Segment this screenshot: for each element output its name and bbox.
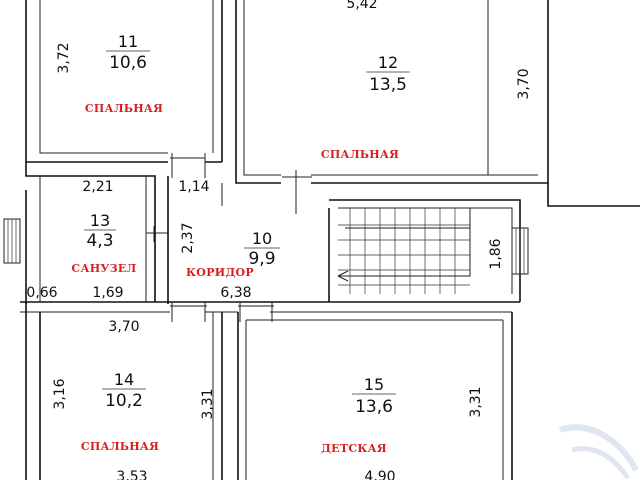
dim-186: 1,86 [488, 238, 504, 269]
room-12-number: 12 [378, 53, 398, 72]
room-15-label: 15 13,6 ДЕТСКАЯ [321, 375, 396, 455]
walls [20, 0, 640, 480]
room-12-area: 13,5 [369, 75, 407, 95]
watermark-mark [559, 424, 639, 480]
door-15 [238, 302, 274, 322]
room-13-number: 13 [90, 211, 110, 230]
room-15-type: ДЕТСКАЯ [321, 442, 387, 455]
room-13-type: САНУЗЕЛ [71, 262, 136, 275]
room-13-walls [25, 162, 156, 302]
room-10-number: 10 [252, 229, 272, 248]
door-13 [146, 226, 168, 242]
room-10-area: 9,9 [248, 249, 275, 269]
room-15-number: 15 [364, 375, 384, 394]
room-13-area: 4,3 [86, 231, 113, 251]
dim-331-right: 3,31 [468, 386, 484, 417]
room-11-area: 10,6 [109, 53, 147, 73]
dimensions: 5,42 3,72 3,70 2,21 1,14 2,37 1,86 0,66 … [26, 0, 532, 480]
dim-316: 3,16 [52, 378, 68, 409]
dim-372: 3,72 [56, 42, 72, 73]
window-right [511, 227, 529, 275]
room-11-type: СПАЛЬНАЯ [85, 102, 163, 115]
room-10-label: 10 9,9 КОРИДОР [186, 229, 280, 279]
door-11 [170, 153, 206, 178]
room-11-inner-left [39, 0, 168, 154]
room-13-inner [39, 176, 147, 302]
dim-370-right: 3,70 [516, 68, 532, 99]
staircase [337, 208, 471, 294]
room-14-number: 14 [114, 370, 134, 389]
dim-353: 3,53 [116, 469, 147, 480]
room-12-label: 12 13,5 СПАЛЬНАЯ [321, 53, 410, 161]
room-12-walls [235, 0, 281, 184]
dim-638: 6,38 [220, 285, 251, 301]
dim-169: 1,69 [92, 285, 123, 301]
dim-331-left: 3,31 [200, 388, 216, 419]
room-13-label: 13 4,3 САНУЗЕЛ [71, 211, 136, 275]
windows [3, 218, 529, 275]
door-14 [170, 302, 207, 322]
room-10-type: КОРИДОР [186, 266, 254, 279]
stairs-arrow [337, 270, 349, 282]
room-11-number: 11 [118, 32, 138, 51]
right-step-wall [547, 183, 640, 207]
room-14-walls [25, 302, 41, 480]
room-15-area: 13,6 [355, 397, 393, 417]
dim-490: 4,90 [364, 469, 395, 480]
room-12-inner [243, 0, 281, 176]
room-11-label: 11 10,6 СПАЛЬНАЯ [85, 32, 163, 115]
dim-542: 5,42 [346, 0, 377, 12]
dim-370-bottom: 3,70 [108, 319, 139, 335]
door-12 [282, 170, 312, 214]
dim-237: 2,37 [180, 222, 196, 253]
room-14-type: СПАЛЬНАЯ [81, 440, 159, 453]
dim-114: 1,14 [178, 179, 209, 195]
room-11-walls [25, 0, 168, 163]
room-14-label: 14 10,2 СПАЛЬНАЯ [81, 370, 159, 453]
dim-066: 0,66 [26, 285, 57, 301]
room-12-type: СПАЛЬНАЯ [321, 148, 399, 161]
dim-221: 2,21 [82, 179, 113, 195]
room-14-area: 10,2 [105, 391, 143, 411]
window-left [3, 218, 21, 264]
